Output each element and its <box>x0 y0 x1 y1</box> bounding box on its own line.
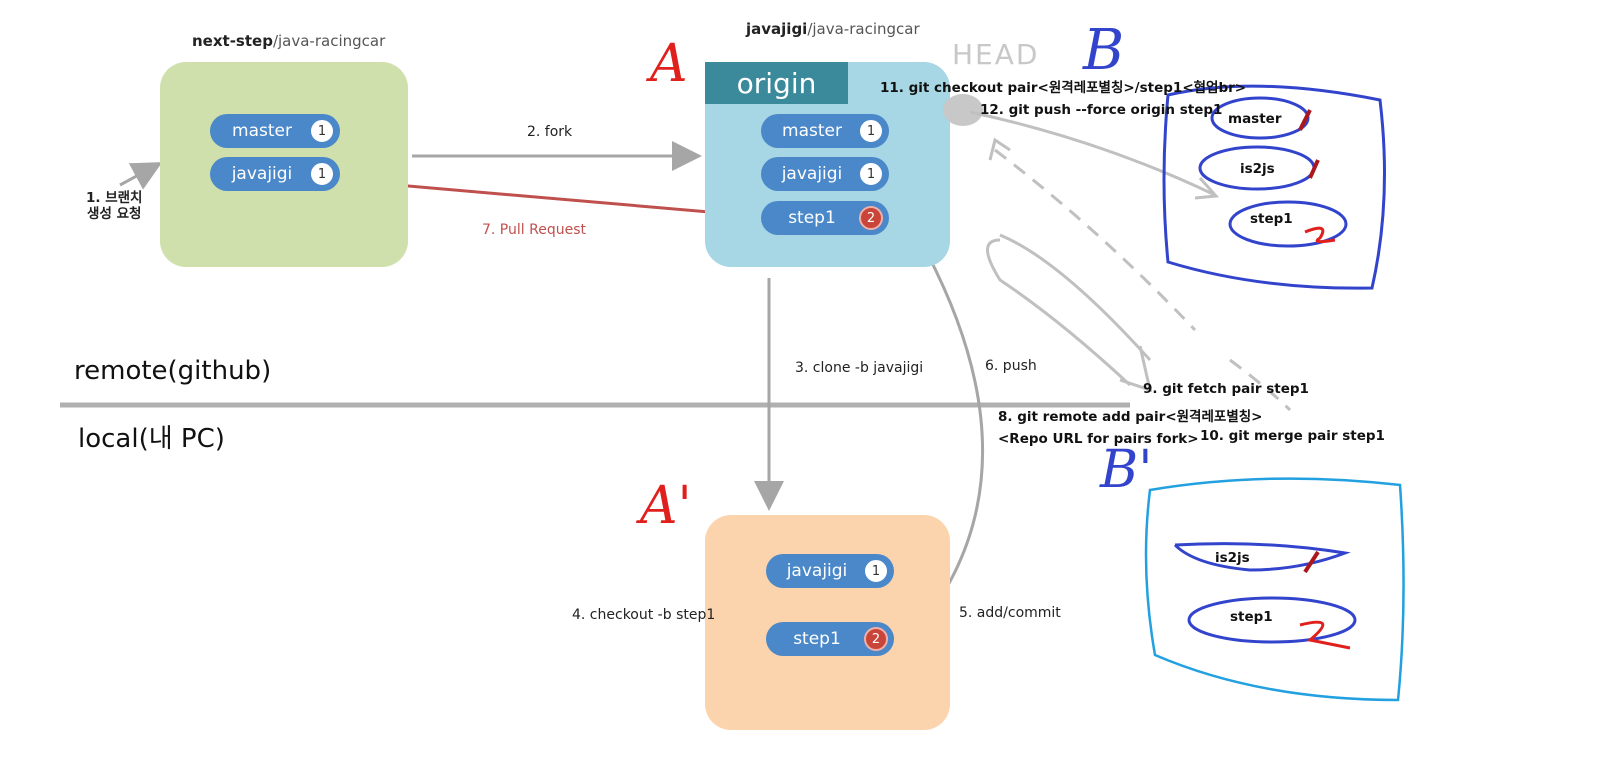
upstream-repo-name: /java-racingcar <box>272 32 386 50</box>
label-A-prime: A' <box>640 476 692 536</box>
commit-count-badge: 2 <box>859 206 883 230</box>
branch-label: step1 <box>793 629 841 649</box>
step-4-label: 4. checkout -b step1 <box>572 607 716 623</box>
step-8-label: 8. git remote add pair<원격레포별칭> <box>998 409 1263 425</box>
step-7-label: 7. Pull Request <box>482 222 586 238</box>
head-marker-blob <box>943 94 983 126</box>
step-5-label: 5. add/commit <box>959 605 1061 621</box>
commit-count-badge: 1 <box>310 162 334 186</box>
branch-label: step1 <box>788 208 836 228</box>
origin-repo-name: /java-racingcar <box>807 20 920 38</box>
origin-repo-title: javajigi/java-racingcar <box>746 20 920 38</box>
step-12-label: 12. git push --force origin step1 <box>980 102 1223 118</box>
remote-b-branch-step1: step1 <box>1250 211 1293 227</box>
origin-branch-master[interactable]: master 1 <box>761 114 889 148</box>
local-b-branch-is2js: is2js <box>1215 550 1250 566</box>
commit-count-badge: 1 <box>310 119 334 143</box>
step-10-label: 10. git merge pair step1 <box>1200 428 1385 444</box>
local-branch-javajigi[interactable]: javajigi 1 <box>766 554 894 588</box>
commit-count-badge: 1 <box>859 162 883 186</box>
upstream-branch-javajigi[interactable]: javajigi 1 <box>210 157 340 191</box>
origin-owner: javajigi <box>746 20 808 38</box>
step-1-label: 1. 브랜치 생성 요청 <box>86 190 143 222</box>
label-B-prime: B' <box>1100 440 1153 500</box>
remote-b-branch-is2js: is2js <box>1240 161 1275 177</box>
zone-remote-label: remote(github) <box>74 356 272 386</box>
label-A: A <box>650 34 688 94</box>
label-B: B <box>1083 18 1125 83</box>
branch-request-arrow <box>119 162 163 190</box>
upstream-repo-title: next-step/java-racingcar <box>192 32 385 50</box>
step-9-label: 9. git fetch pair step1 <box>1143 381 1309 397</box>
local-b-is2js-oval <box>1173 542 1351 572</box>
step-6-label: 6. push <box>985 358 1037 374</box>
remote-b-outline <box>1162 84 1386 290</box>
remote-b-branch-master: master <box>1228 111 1282 127</box>
origin-branch-javajigi[interactable]: javajigi 1 <box>761 157 889 191</box>
branch-label: javajigi <box>786 561 848 581</box>
branch-label: master <box>782 121 842 141</box>
checkout-hand-arrow <box>969 110 1216 197</box>
branch-label: javajigi <box>231 164 293 184</box>
label-HEAD: HEAD <box>952 38 1040 71</box>
upstream-branch-master[interactable]: master 1 <box>210 114 340 148</box>
local-b-branch-step1: step1 <box>1230 609 1273 625</box>
commit-count-badge: 1 <box>859 119 883 143</box>
remote-b-step1-oval <box>1228 200 1348 248</box>
push-hand-arrow <box>994 148 1197 332</box>
origin-branch-step1[interactable]: step1 2 <box>761 201 889 235</box>
step-8-url-label: <Repo URL for pairs fork> <box>998 431 1199 447</box>
pull-request-arrow <box>344 168 757 218</box>
commit-count-badge: 2 <box>864 627 888 651</box>
step-3-label: 3. clone -b javajigi <box>795 360 924 376</box>
local-b-outline <box>1144 477 1405 702</box>
local-branch-step1[interactable]: step1 2 <box>766 622 894 656</box>
step-2-label: 2. fork <box>527 124 573 140</box>
branch-label: master <box>232 121 292 141</box>
branch-label: javajigi <box>781 164 843 184</box>
fetch-hand-arrow <box>986 238 1132 387</box>
upstream-owner: next-step <box>192 32 273 50</box>
origin-header: origin <box>705 62 848 104</box>
zone-local-label: local(내 PC) <box>78 424 225 454</box>
local-b-step1-oval <box>1187 596 1357 644</box>
step-11-label: 11. git checkout pair<원격레포별칭>/step1<협업br… <box>880 80 1247 96</box>
commit-count-badge: 1 <box>864 559 888 583</box>
